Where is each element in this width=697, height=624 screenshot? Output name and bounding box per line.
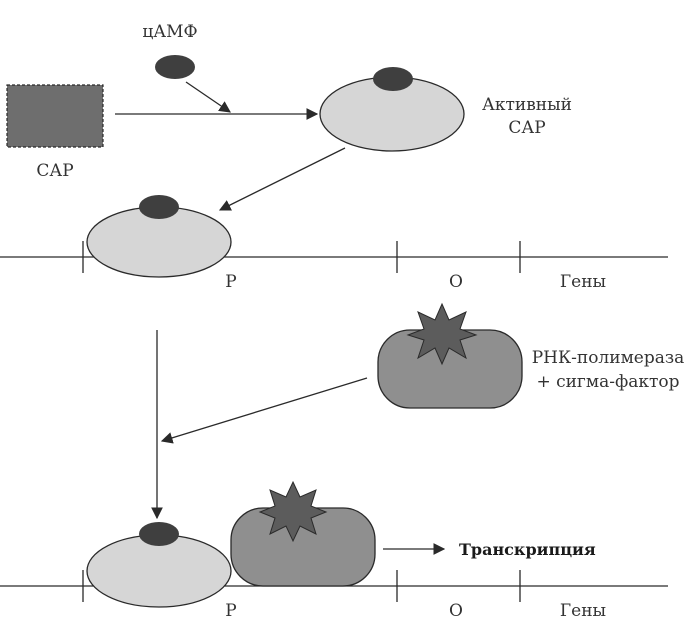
camp-label: цАМФ	[142, 22, 197, 42]
rna-pol-label-line1: РНК-полимераза	[532, 348, 685, 368]
sigma-factor-star-top	[406, 302, 478, 366]
cap-label: САР	[36, 161, 73, 181]
rna-pol-label-line2: + сигма-фактор	[536, 372, 679, 392]
cap-inactive-square	[6, 84, 104, 148]
operator-label-bottom: О	[449, 601, 463, 621]
operator-label-top: О	[449, 272, 463, 292]
promoter-label-bottom: Р	[225, 601, 236, 621]
genes-label-top: Гены	[560, 272, 606, 292]
sigma-factor-star-bottom	[258, 480, 328, 543]
promoter-label-top: Р	[225, 272, 236, 292]
camp-molecule	[155, 55, 195, 79]
genes-label-bottom: Гены	[560, 601, 606, 621]
arrow-active-to-dna	[218, 147, 346, 211]
transcription-label: Транскрипция	[459, 540, 596, 559]
arrow-polymerase-to-path	[160, 377, 368, 444]
active-cap-label-line1: Активный	[482, 95, 572, 115]
dna-cap-bottom-camp	[139, 522, 179, 546]
active-cap-label-line2: САР	[508, 118, 545, 138]
active-cap-camp	[373, 67, 413, 91]
dna-cap-top-camp	[139, 195, 179, 219]
arrow-camp-to-cap	[185, 81, 231, 113]
